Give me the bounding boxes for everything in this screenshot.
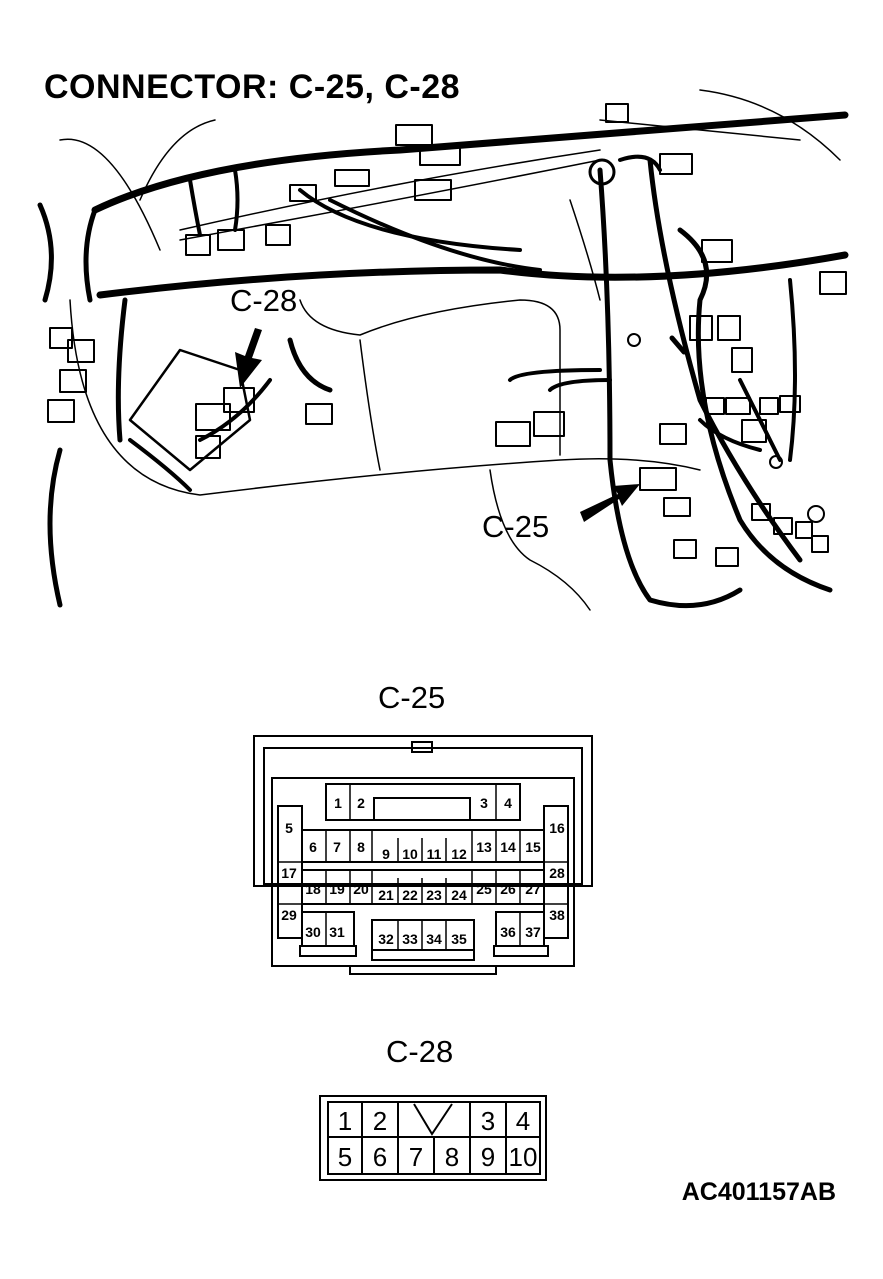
- diagram-title: CONNECTOR: C-25, C-28: [44, 68, 461, 106]
- c25-pin-24: 24: [451, 887, 467, 903]
- c25-pin-19: 19: [329, 881, 345, 897]
- c25-callout: C-25: [482, 509, 550, 544]
- c25-arrow: [580, 484, 640, 522]
- c25-pin-36: 36: [500, 924, 516, 940]
- c25-pin-9: 9: [382, 846, 390, 862]
- c25-pin-27: 27: [525, 881, 541, 897]
- c25-pin-33: 33: [402, 931, 418, 947]
- c25-pin-10: 10: [402, 846, 418, 862]
- c25-pin-35: 35: [451, 931, 467, 947]
- c25-pin-23: 23: [426, 887, 442, 903]
- c25-pin-2: 2: [357, 795, 365, 811]
- c25-pin-32: 32: [378, 931, 394, 947]
- c25-connector-label: C-25: [378, 680, 446, 715]
- c25-pin-31: 31: [329, 924, 345, 940]
- c25-pin-13: 13: [476, 839, 492, 855]
- c25-pin-11: 11: [427, 846, 442, 862]
- c25-pin-29: 29: [281, 907, 297, 923]
- c25-pin-26: 26: [500, 881, 516, 897]
- c25-pin-17: 17: [281, 865, 297, 881]
- c25-pin-38: 38: [549, 907, 565, 923]
- c28-arrow: [235, 328, 262, 388]
- c25-pin-37: 37: [525, 924, 541, 940]
- c25-pin-15: 15: [525, 839, 541, 855]
- c25-pin-14: 14: [500, 839, 516, 855]
- c25-pin-21: 21: [378, 887, 394, 903]
- document-id: AC401157AB: [681, 1178, 836, 1206]
- c25-pin-4: 4: [504, 795, 512, 811]
- c25-pin-22: 22: [402, 887, 418, 903]
- c25-pin-16: 16: [549, 820, 565, 836]
- c25-pin-25: 25: [476, 881, 492, 897]
- c25-pin-3: 3: [480, 795, 488, 811]
- c25-pin-18: 18: [305, 881, 321, 897]
- c25-pin-5: 5: [285, 820, 293, 836]
- c25-pin-7: 7: [333, 839, 341, 855]
- c25-pin-34: 34: [426, 931, 442, 947]
- c25-pin-20: 20: [353, 881, 369, 897]
- c25-pin-28: 28: [549, 865, 565, 881]
- c25-pin-12: 12: [451, 846, 467, 862]
- c25-pin-8: 8: [357, 839, 365, 855]
- harness-illustration: [37, 89, 849, 611]
- c25-pin-30: 30: [305, 924, 321, 940]
- c28-callout: C-28: [230, 283, 298, 318]
- c25-pin-1: 1: [334, 795, 342, 811]
- c25-pin-6: 6: [309, 839, 317, 855]
- c28-connector-label: C-28: [386, 1034, 454, 1069]
